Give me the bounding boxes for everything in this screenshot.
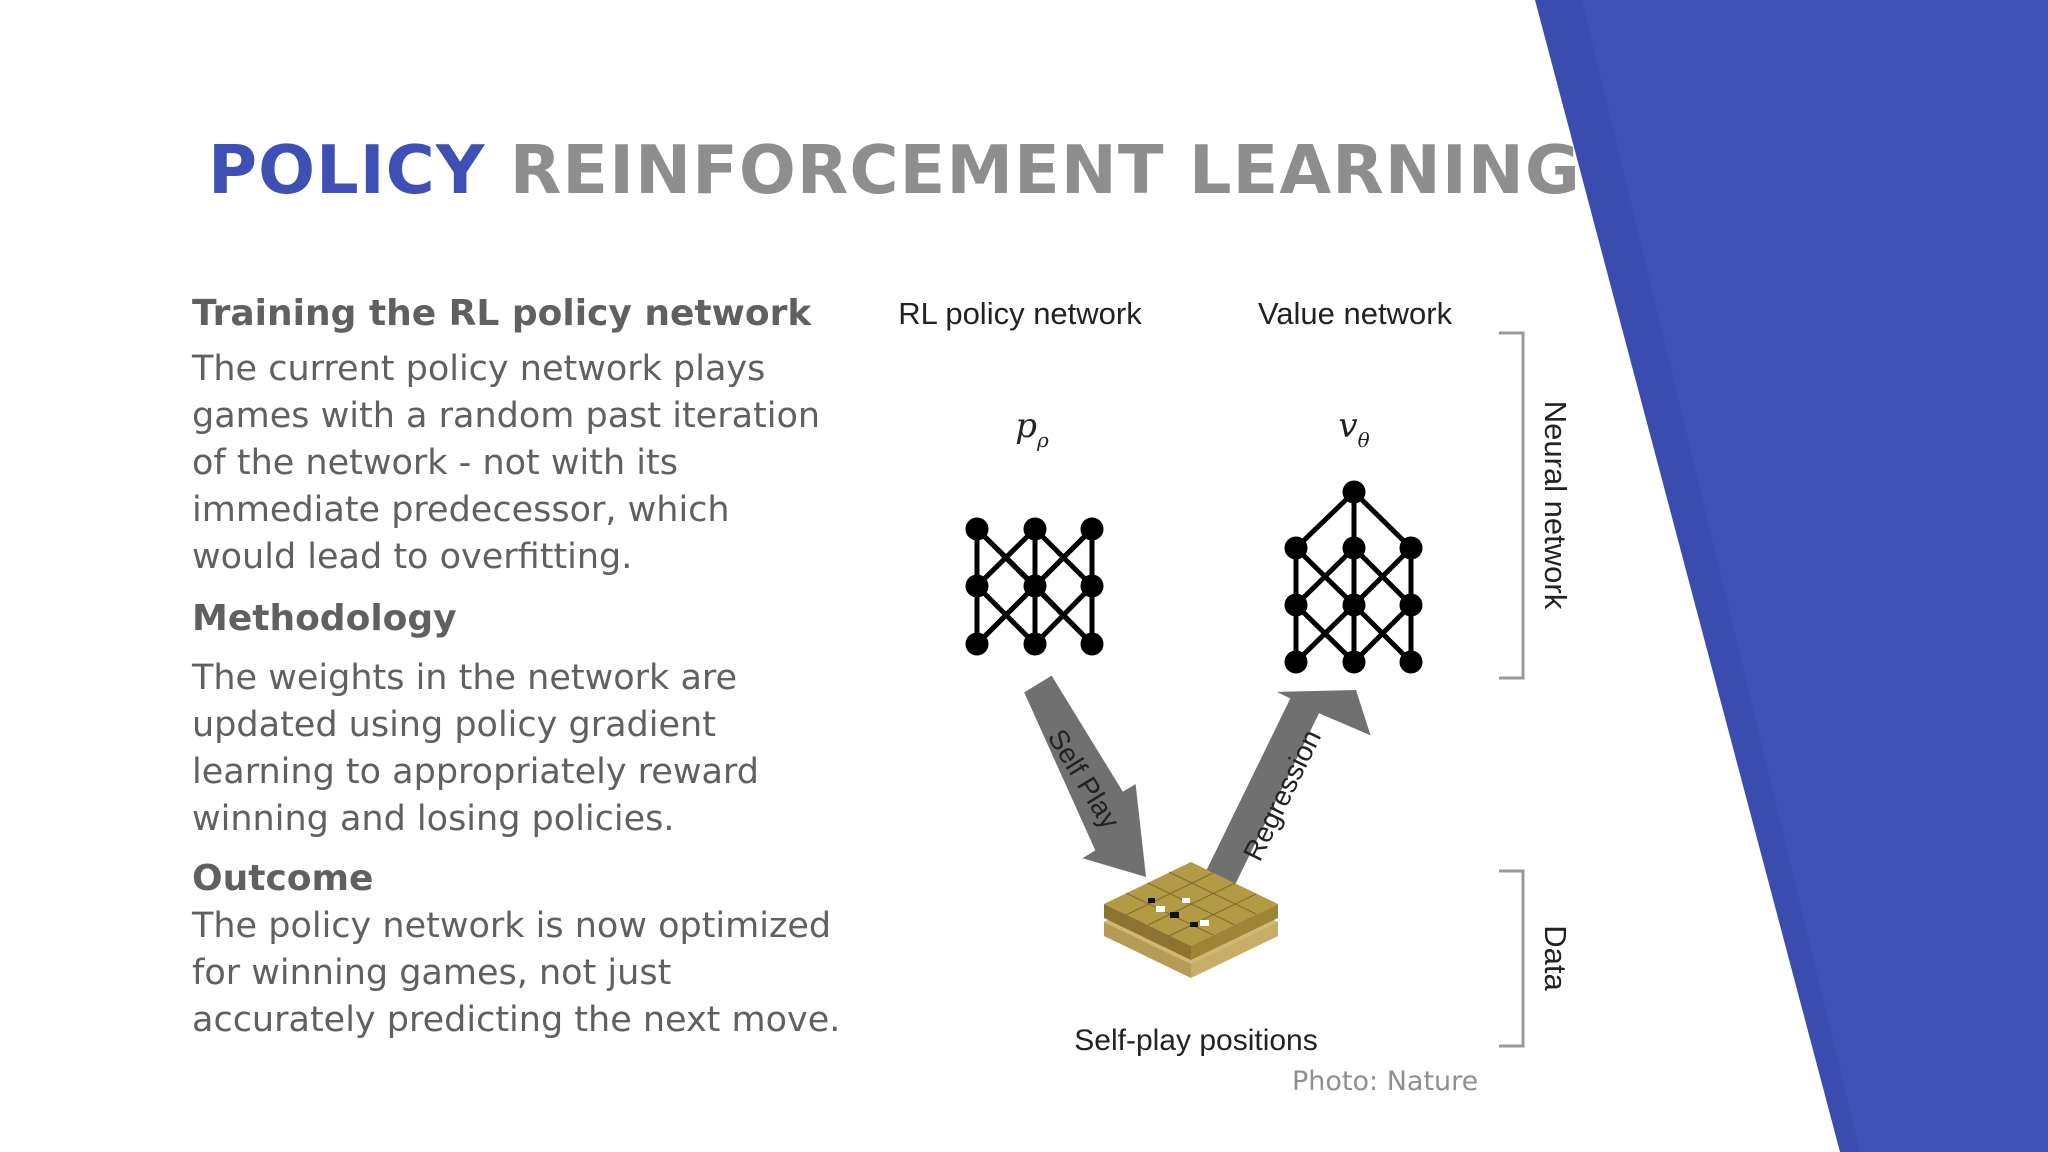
symbol-value-sub: θ xyxy=(1358,428,1370,452)
section-heading-methodology: Methodology xyxy=(192,598,457,639)
title-accent-word: POLICY xyxy=(208,131,486,209)
symbol-policy-main: p xyxy=(1015,406,1037,446)
label-value-network: Value network xyxy=(1258,296,1453,331)
label-self-play-positions: Self-play positions xyxy=(1074,1024,1317,1057)
bracket-neural-network xyxy=(1499,331,1525,680)
self-play-arrow xyxy=(1024,675,1146,877)
symbol-policy-sub: ρ xyxy=(1036,428,1049,452)
label-rl-policy-network: RL policy network xyxy=(898,296,1142,331)
section-heading-training: Training the RL policy network xyxy=(192,293,812,334)
symbol-value-main: v xyxy=(1338,406,1357,446)
section-heading-outcome: Outcome xyxy=(192,858,374,899)
rl-diagram: RL policy network Value network pρ vθ xyxy=(898,296,1573,1057)
policy-network-graph xyxy=(965,517,1104,656)
bracket-label-data: Data xyxy=(1538,925,1573,991)
section-body-methodology: The weights in the network are updated u… xyxy=(192,658,759,839)
section-body-outcome: The policy network is now optimized for … xyxy=(192,906,841,1040)
text-column: Training the RL policy network The curre… xyxy=(192,286,842,1044)
bracket-label-neural-network: Neural network xyxy=(1538,401,1573,610)
value-network-graph xyxy=(1284,480,1423,674)
symbol-policy: pρ xyxy=(1015,406,1049,452)
go-board-stack-icon xyxy=(1104,862,1278,978)
accent-shape-light xyxy=(1582,0,2048,1152)
page-title: POLICY REINFORCEMENT LEARNING xyxy=(208,126,1608,214)
title-rest: REINFORCEMENT LEARNING xyxy=(509,131,1581,209)
regression-arrow xyxy=(1205,690,1371,887)
section-body-training: The current policy network plays games w… xyxy=(192,349,821,577)
symbol-value: vθ xyxy=(1338,406,1369,452)
photo-credit: Photo: Nature xyxy=(1292,1066,1479,1097)
bracket-data xyxy=(1499,869,1525,1048)
